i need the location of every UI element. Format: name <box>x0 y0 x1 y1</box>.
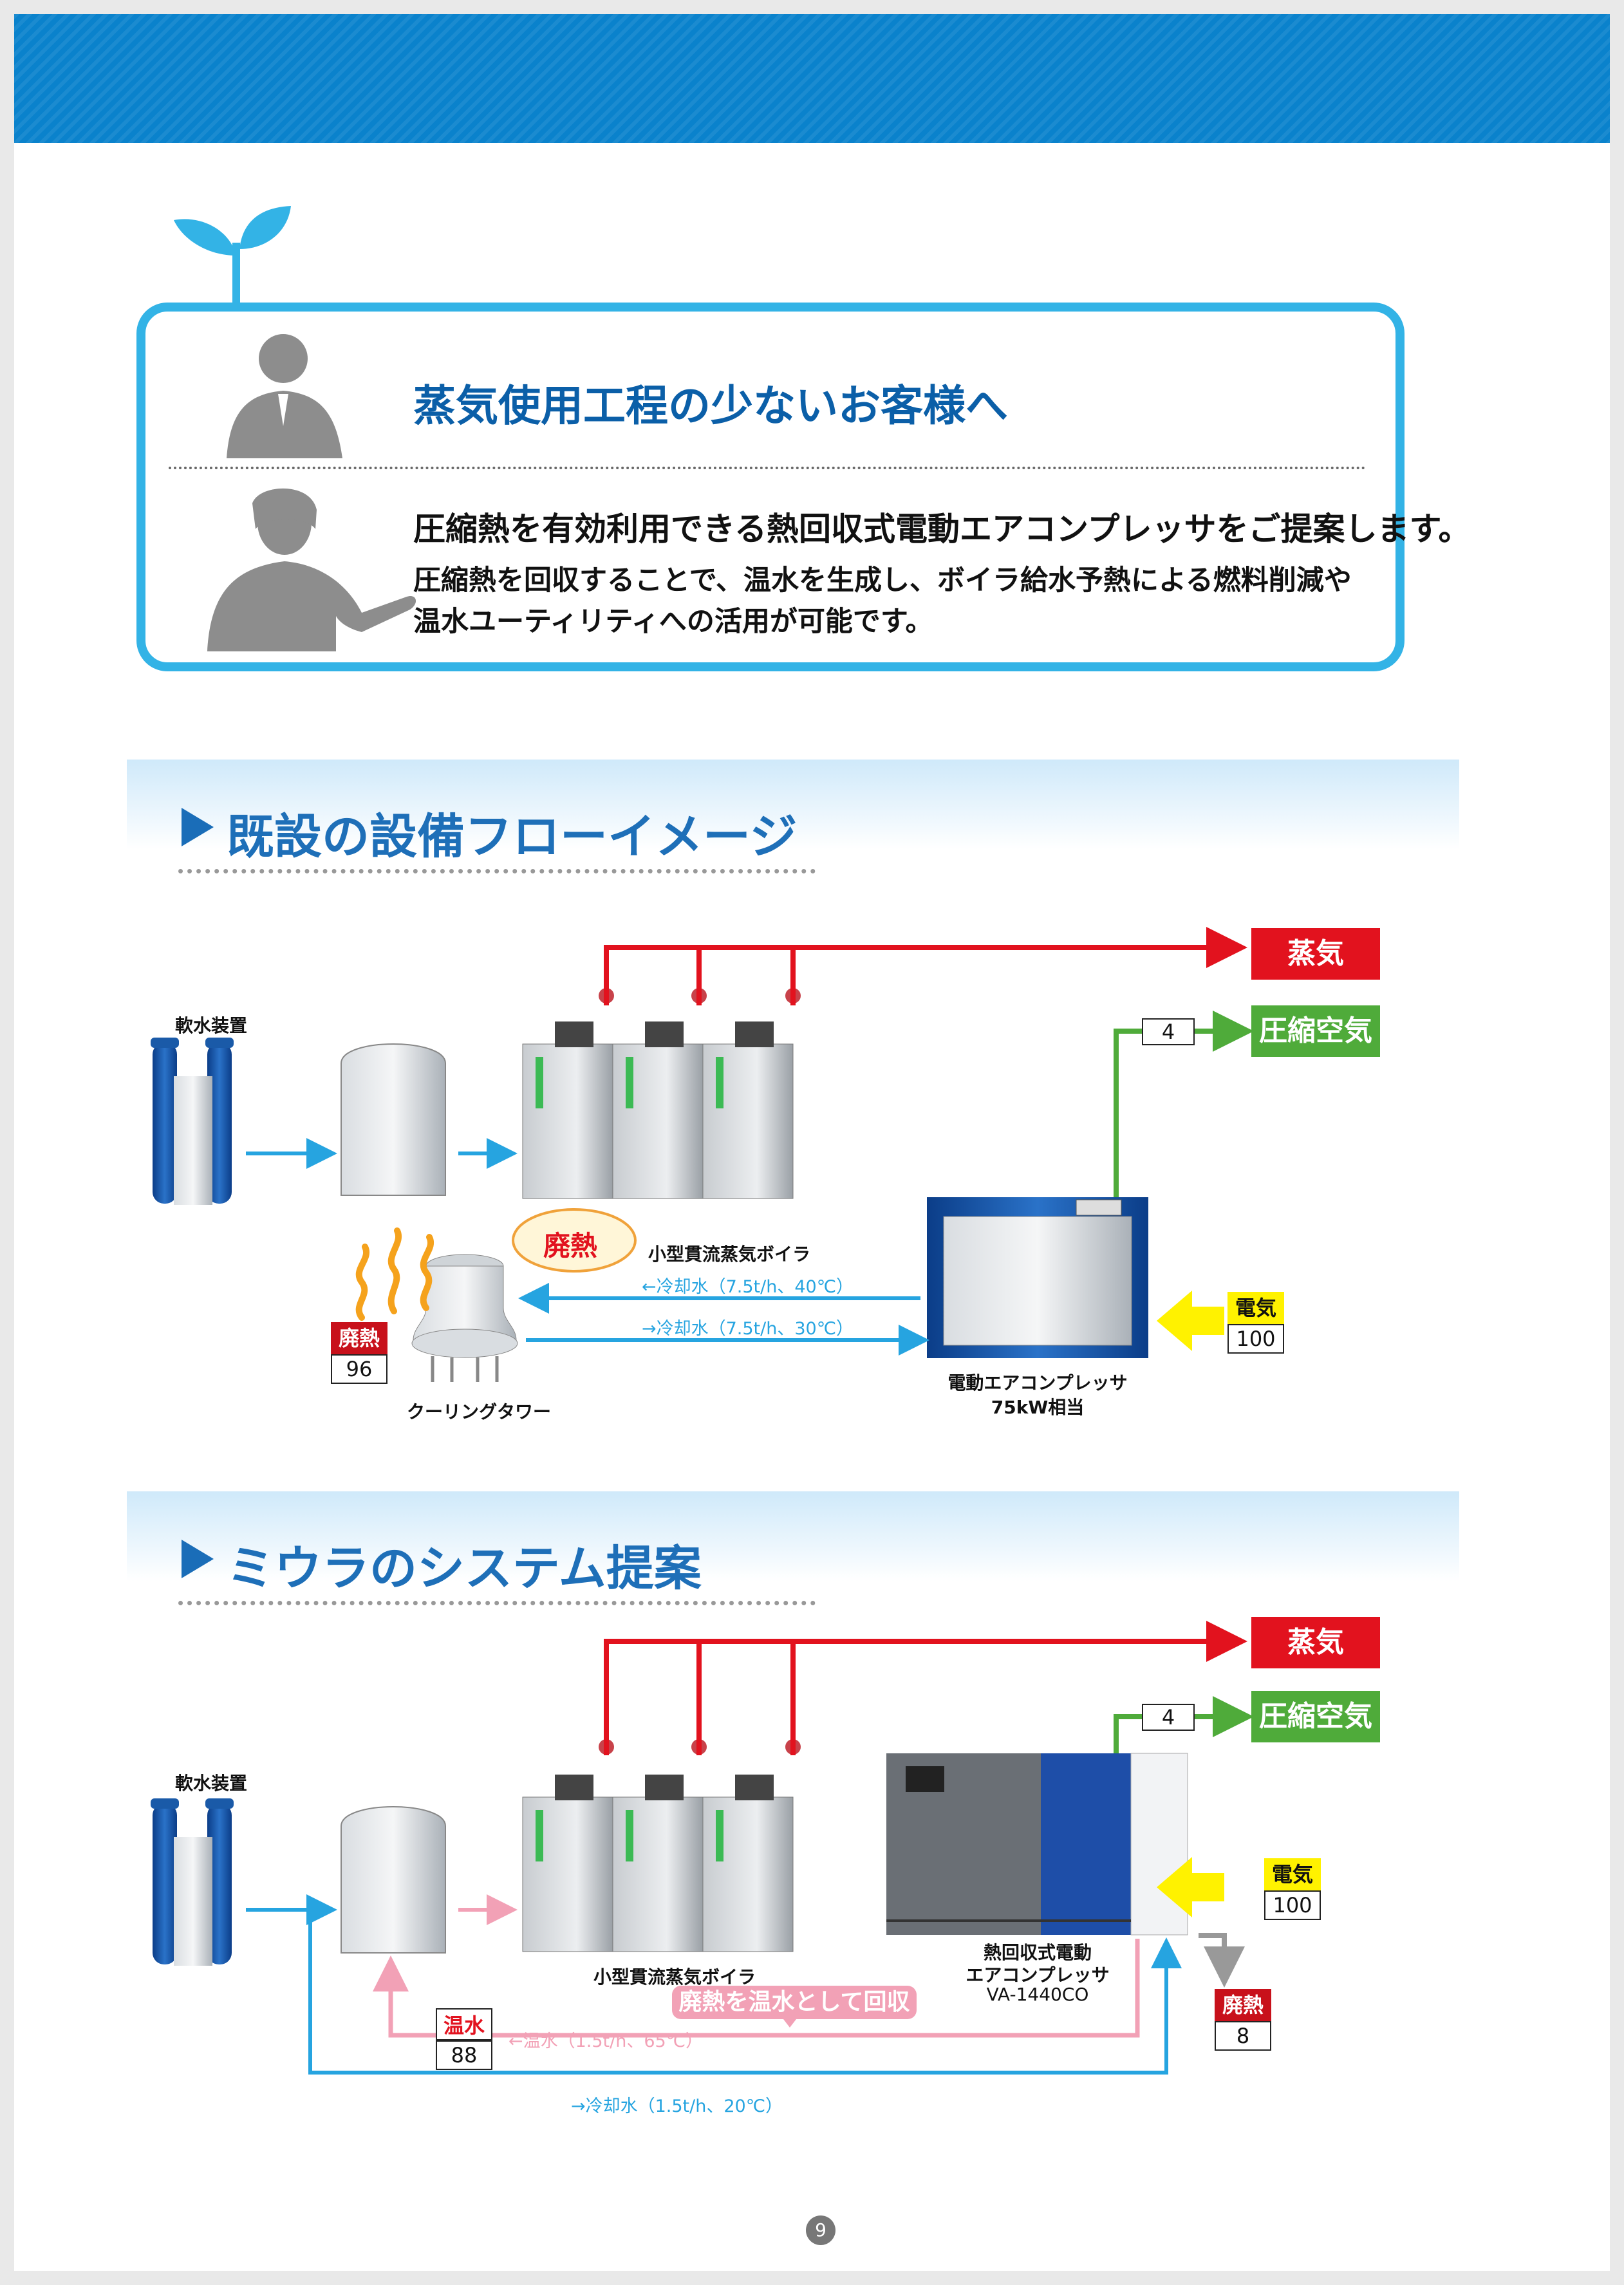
section1-title: 既設の設備フローイメージ <box>227 809 798 864</box>
waste-value-2: 8 <box>1215 2021 1271 2051</box>
feed-tank-icon-1 <box>341 1043 446 1196</box>
cooling-tower-label: クーリングタワー <box>407 1401 552 1422</box>
cool-return-label-1: ←冷却水（7.5t/h、40℃） <box>642 1277 854 1297</box>
section1-triangle-icon <box>182 808 214 846</box>
air-value-1: 4 <box>1142 1018 1195 1045</box>
page-number: 9 <box>806 2215 835 2245</box>
hot-water-tag: 温水 <box>436 2008 492 2040</box>
cool-water-label-2: →冷却水（1.5t/h、20℃） <box>571 2096 783 2116</box>
waste-tag-2: 廃熱 <box>1215 1989 1271 2021</box>
steam-tag-2: 蒸気 <box>1251 1617 1380 1668</box>
waste-value-1: 96 <box>331 1354 387 1384</box>
compressor-label-2c: VA-1440CO <box>986 1984 1089 2005</box>
hot-water-value: 88 <box>436 2040 492 2070</box>
cooling-tower-icon <box>411 1254 518 1382</box>
compressor-label-1b: 75kW相当 <box>991 1397 1085 1418</box>
air-value-2: 4 <box>1142 1704 1195 1731</box>
feed-tank-icon-2 <box>341 1806 446 1954</box>
softener-label-2: 軟水装置 <box>175 1773 248 1794</box>
intro-divider <box>169 467 1366 469</box>
electric-tag-2: 電気 <box>1264 1858 1321 1890</box>
section2-underline <box>178 1601 816 1605</box>
header-band <box>14 14 1610 143</box>
boilers-icon-2 <box>522 1739 801 1952</box>
waste-heat-bubble-label: 廃熱 <box>543 1230 598 1262</box>
section2-triangle-icon <box>182 1540 214 1578</box>
section2-band <box>127 1491 1459 1581</box>
intro-title: 蒸気使用工程の少ないお客様へ <box>413 381 1008 431</box>
softener-icon-1 <box>151 1038 234 1205</box>
boilers-icon-1 <box>522 988 801 1199</box>
section1-underline <box>178 869 816 873</box>
electric-value-1: 100 <box>1227 1324 1284 1354</box>
page: 蒸気使用工程の少ないお客様へ 圧縮熱を有効利用できる熱回収式電動エアコンプレッサ… <box>14 14 1610 2271</box>
boiler-label-2: 小型貫流蒸気ボイラ <box>593 1966 756 1988</box>
boiler-label-1: 小型貫流蒸気ボイラ <box>648 1244 811 1265</box>
recover-pill: 廃熱を温水として回収 <box>672 1986 917 2019</box>
compressor-label-2a: 熱回収式電動 <box>983 1942 1092 1963</box>
air-tag-2: 圧縮空気 <box>1251 1691 1380 1742</box>
air-tag-1: 圧縮空気 <box>1251 1005 1380 1057</box>
businesswoman-icon <box>207 488 416 651</box>
section1-band <box>127 760 1459 850</box>
cool-supply-label-1: →冷却水（7.5t/h、30℃） <box>642 1319 854 1339</box>
heat-recovery-compressor-icon <box>886 1753 1188 1935</box>
softener-label-1: 軟水装置 <box>175 1015 248 1036</box>
hot-water-label: ←温水（1.5t/h、65℃） <box>509 2031 704 2051</box>
electric-tag-1: 電気 <box>1227 1292 1284 1324</box>
intro-body: 圧縮熱を回収することで、温水を生成し、ボイラ給水予熱による燃料削減や温水ユーティ… <box>413 564 1352 638</box>
businessman-icon <box>227 334 342 458</box>
heat-waves-icon <box>355 1227 434 1321</box>
compressor-label-1a: 電動エアコンプレッサ <box>947 1372 1128 1394</box>
waste-heat-bubble-icon <box>512 1208 637 1273</box>
softener-icon-2 <box>151 1798 234 1966</box>
diagram1 <box>151 927 1254 1382</box>
compressor-icon-1 <box>927 1197 1148 1358</box>
diagram2 <box>151 1621 1254 2075</box>
waste-tag-1: 廃熱 <box>331 1322 387 1354</box>
intro-lead: 圧縮熱を有効利用できる熱回収式電動エアコンプレッサをご提案します。 <box>413 510 1471 548</box>
steam-tag-1: 蒸気 <box>1251 928 1380 980</box>
compressor-label-2b: エアコンプレッサ <box>966 1964 1110 1986</box>
electric-value-2: 100 <box>1264 1890 1321 1920</box>
section2-title: ミウラのシステム提案 <box>227 1541 702 1596</box>
